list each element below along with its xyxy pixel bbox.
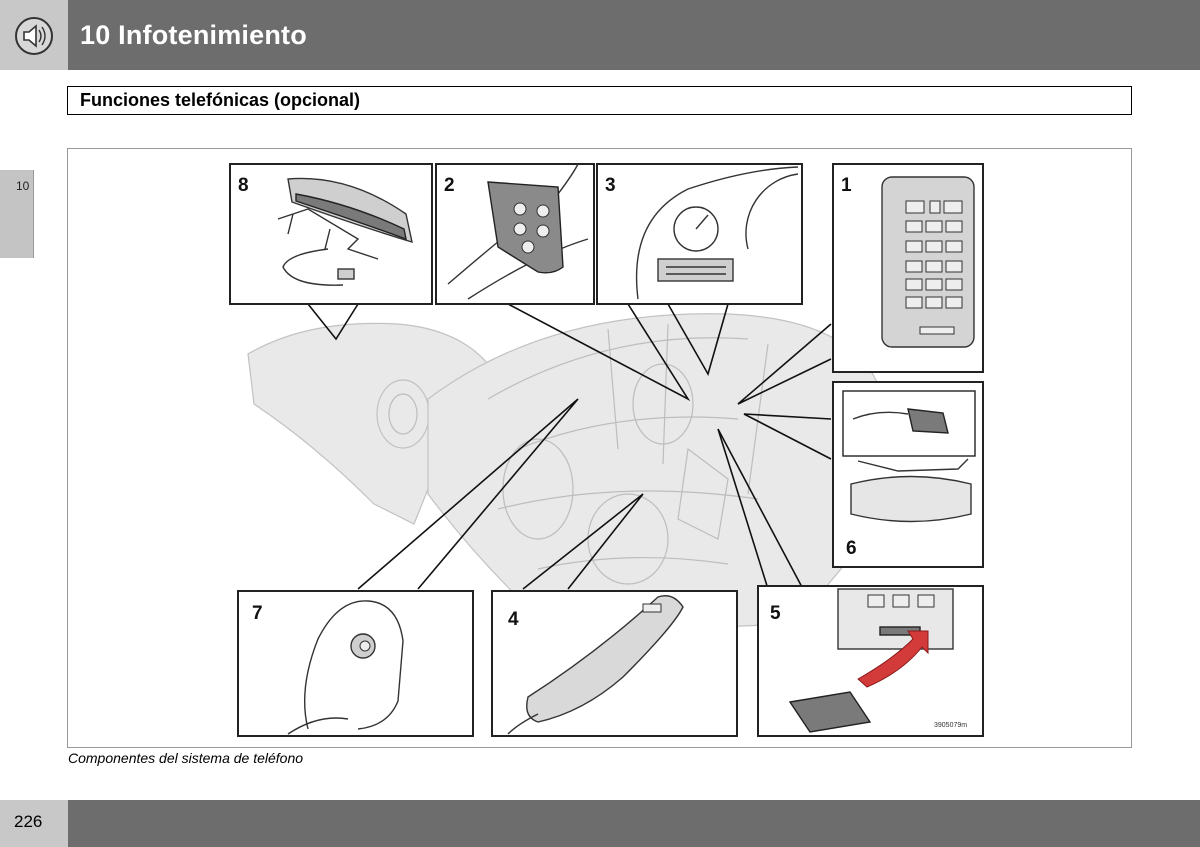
- section-heading-box: Funciones telefónicas (opcional): [67, 86, 1132, 115]
- panel-4: 4: [491, 590, 738, 737]
- car-illustration: [247, 313, 899, 635]
- callout-4: 4: [508, 609, 519, 630]
- callout-5: 5: [770, 603, 781, 624]
- panel-3: 3: [596, 163, 803, 305]
- figure-caption: Componentes del sistema de teléfono: [68, 750, 304, 766]
- figure-frame: 8 2 3: [67, 148, 1132, 748]
- callout-8: 8: [238, 175, 249, 196]
- keypad-keys: [905, 200, 963, 335]
- header-bar: [0, 0, 1200, 70]
- header-icon-box: [0, 0, 68, 70]
- panel-2: 2: [435, 163, 595, 305]
- chapter-side-tab[interactable]: 10: [0, 170, 34, 258]
- speaker-icon: [15, 17, 53, 55]
- footer-bar: [68, 800, 1200, 847]
- panel-1: 1: [832, 163, 984, 373]
- page-title: 10 Infotenimiento: [80, 20, 307, 50]
- callout-lines: [307, 303, 832, 590]
- callout-7: 7: [252, 603, 263, 624]
- callout-6: 6: [846, 538, 857, 559]
- panel-8: 8: [229, 163, 433, 305]
- footer-left-block: [0, 800, 68, 847]
- panel-6: 6: [832, 381, 984, 568]
- callout-3: 3: [605, 175, 616, 196]
- figure-code: 3905079m: [934, 722, 967, 729]
- panel-5: 5 3905079m: [757, 585, 984, 737]
- page-number: 226: [14, 812, 43, 831]
- callout-1: 1: [841, 175, 852, 196]
- phone-components-illustration: 8 2 3: [229, 163, 984, 737]
- section-title: Funciones telefónicas (opcional): [80, 90, 361, 110]
- panel-7: 7: [237, 590, 474, 737]
- callout-2: 2: [444, 175, 455, 196]
- chapter-number: 10: [16, 179, 30, 193]
